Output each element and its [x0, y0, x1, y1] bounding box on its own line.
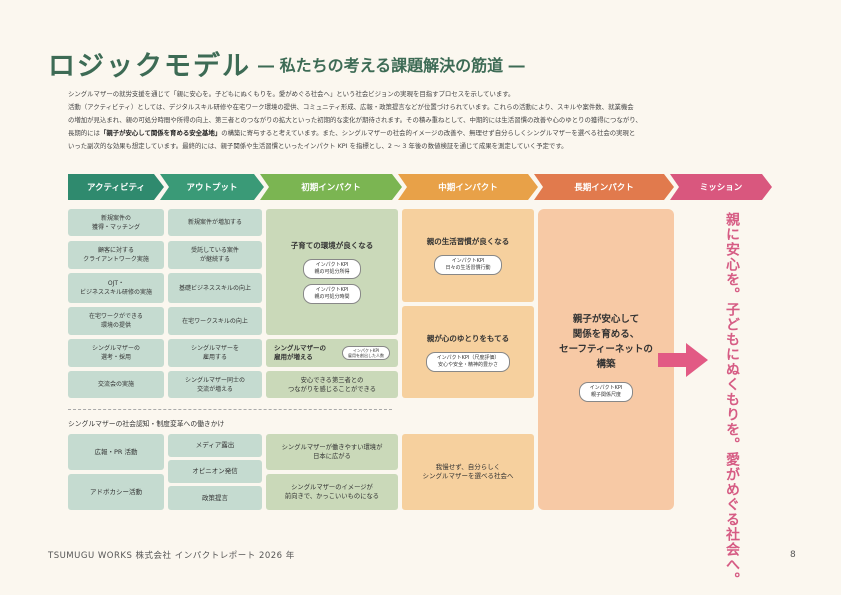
mid-habit-label: 親の生活習慣が良くなる: [426, 237, 510, 246]
arrow-right-icon: [658, 343, 708, 377]
kpi-badge: インパクトKPI（尺度評価） 安心や安全・精神的豊かさ: [425, 351, 511, 372]
social-mid-box: 我慢せず、自分らしく シングルマザーを選べる社会へ: [402, 434, 534, 510]
output-box: 新規案件が増加する: [168, 209, 262, 236]
intro-line: いった副次的な効果も想定しています。最終的には、親子関係や生活習慣といったインパ…: [68, 142, 568, 150]
activity-box: 在宅ワークができる 環境の提供: [68, 307, 164, 335]
social-initial-box: シングルマザーのイメージが 前向きで、かっこいいものになる: [266, 474, 398, 510]
initial-hire-box: シングルマザーの 雇用が増える インパクトKPI 雇用を創出した人数: [266, 339, 398, 367]
initial-hire-label: シングルマザーの 雇用が増える: [274, 344, 326, 361]
page-title: ロジックモデル: [48, 51, 251, 82]
activity-box: 顧客に対する クライアントワーク実施: [68, 241, 164, 269]
stage-long-impact: 長期インパクト: [534, 174, 674, 200]
social-initial-box: シングルマザーが働きやすい環境が 日本に広がる: [266, 434, 398, 470]
mid-habit-box: 親の生活習慣が良くなる インパクトKPI 日々の生活習慣行動: [402, 209, 534, 302]
social-activity-box: アドボカシー活動: [68, 474, 164, 510]
intro-line: 長期的には「親子が安心して関係を育める安全基地」の構築に寄与すると考えています。…: [68, 129, 636, 137]
stage-activity: アクティビティ: [68, 174, 164, 200]
mid-mind-label: 親が心のゆとりをもてる: [426, 333, 510, 343]
stage-mid-impact: 中期インパクト: [398, 174, 538, 200]
section-divider: [68, 409, 392, 410]
mid-mind-box: 親が心のゆとりをもてる インパクトKPI（尺度評価） 安心や安全・精神的豊かさ: [402, 306, 534, 398]
social-output-box: オピニオン発信: [168, 460, 262, 483]
stage-initial-impact: 初期インパクト: [260, 174, 402, 200]
stage-mission: ミッション: [670, 174, 772, 200]
intro-line: 活動（アクティビティ）としては、デジタルスキル研修や在宅ワーク環境の提供、コミュ…: [68, 103, 634, 111]
output-box: 基礎ビジネススキルの向上: [168, 273, 262, 303]
output-box: シングルマザーを 雇用する: [168, 339, 262, 367]
long-impact-label: 親子が安心して 関係を育める、 セーフティーネットの 構築: [559, 313, 653, 370]
footer-company: TSUMUGU WORKS 株式会社 インパクトレポート 2026 年: [48, 551, 295, 561]
output-box: 在宅ワークスキルの向上: [168, 307, 262, 335]
social-section-label: シングルマザーの社会認知・制度変革への働きかけ: [68, 420, 225, 428]
social-output-box: 政策提言: [168, 486, 262, 510]
long-impact-box: 親子が安心して 関係を育める、 セーフティーネットの 構築 インパクトKPI 親…: [538, 209, 674, 510]
kpi-badge: インパクトKPI 親の可処分時間: [303, 284, 361, 304]
mission-statement: 親に安心を。子どもにぬくもりを。愛がめぐる社会へ。: [724, 212, 740, 587]
activity-box: シングルマザーの 選考・採用: [68, 339, 164, 367]
social-activity-box: 広報・PR 活動: [68, 434, 164, 470]
intro-line: の増加が見込まれ、親の可処分時間や所得の向上、第三者とのつながりの拡大といった初…: [68, 116, 642, 124]
intro-emphasis: 「親子が安心して関係を育める安全基地」: [99, 129, 222, 137]
kpi-badge: インパクトKPI 親子関係尺度: [578, 381, 634, 402]
output-box: シングルマザー同士の 交流が増える: [168, 371, 262, 398]
initial-childcare-box: 子育ての環境が良くなる インパクトKPI 親の可処分所得 インパクトKPI 親の…: [266, 209, 398, 335]
stage-output: アウトプット: [160, 174, 264, 200]
initial-childcare-label: 子育ての環境が良くなる: [290, 241, 374, 250]
output-box: 受託している案件 が継続する: [168, 241, 262, 269]
activity-box: OJT・ ビジネススキル研修の実施: [68, 273, 164, 303]
activity-box: 交流会の実施: [68, 371, 164, 398]
page-subtitle: ― 私たちの考える課題解決の筋道 ―: [258, 56, 525, 75]
page-number: 8: [790, 550, 796, 560]
intro-text: シングルマザーの就労支援を通じて「親に安心を。子どもにぬくもりを。愛がめぐる社会…: [68, 88, 778, 153]
intro-line: シングルマザーの就労支援を通じて「親に安心を。子どもにぬくもりを。愛がめぐる社会…: [68, 90, 515, 98]
kpi-badge: インパクトKPI 日々の生活習慣行動: [434, 255, 502, 275]
initial-connect-box: 安心できる第三者との つながりを感じることができる: [266, 371, 398, 398]
social-output-box: メディア露出: [168, 434, 262, 457]
kpi-badge: インパクトKPI 雇用を創出した人数: [342, 346, 390, 360]
activity-box: 新規案件の 獲得・マッチング: [68, 209, 164, 236]
kpi-badge: インパクトKPI 親の可処分所得: [303, 259, 361, 279]
